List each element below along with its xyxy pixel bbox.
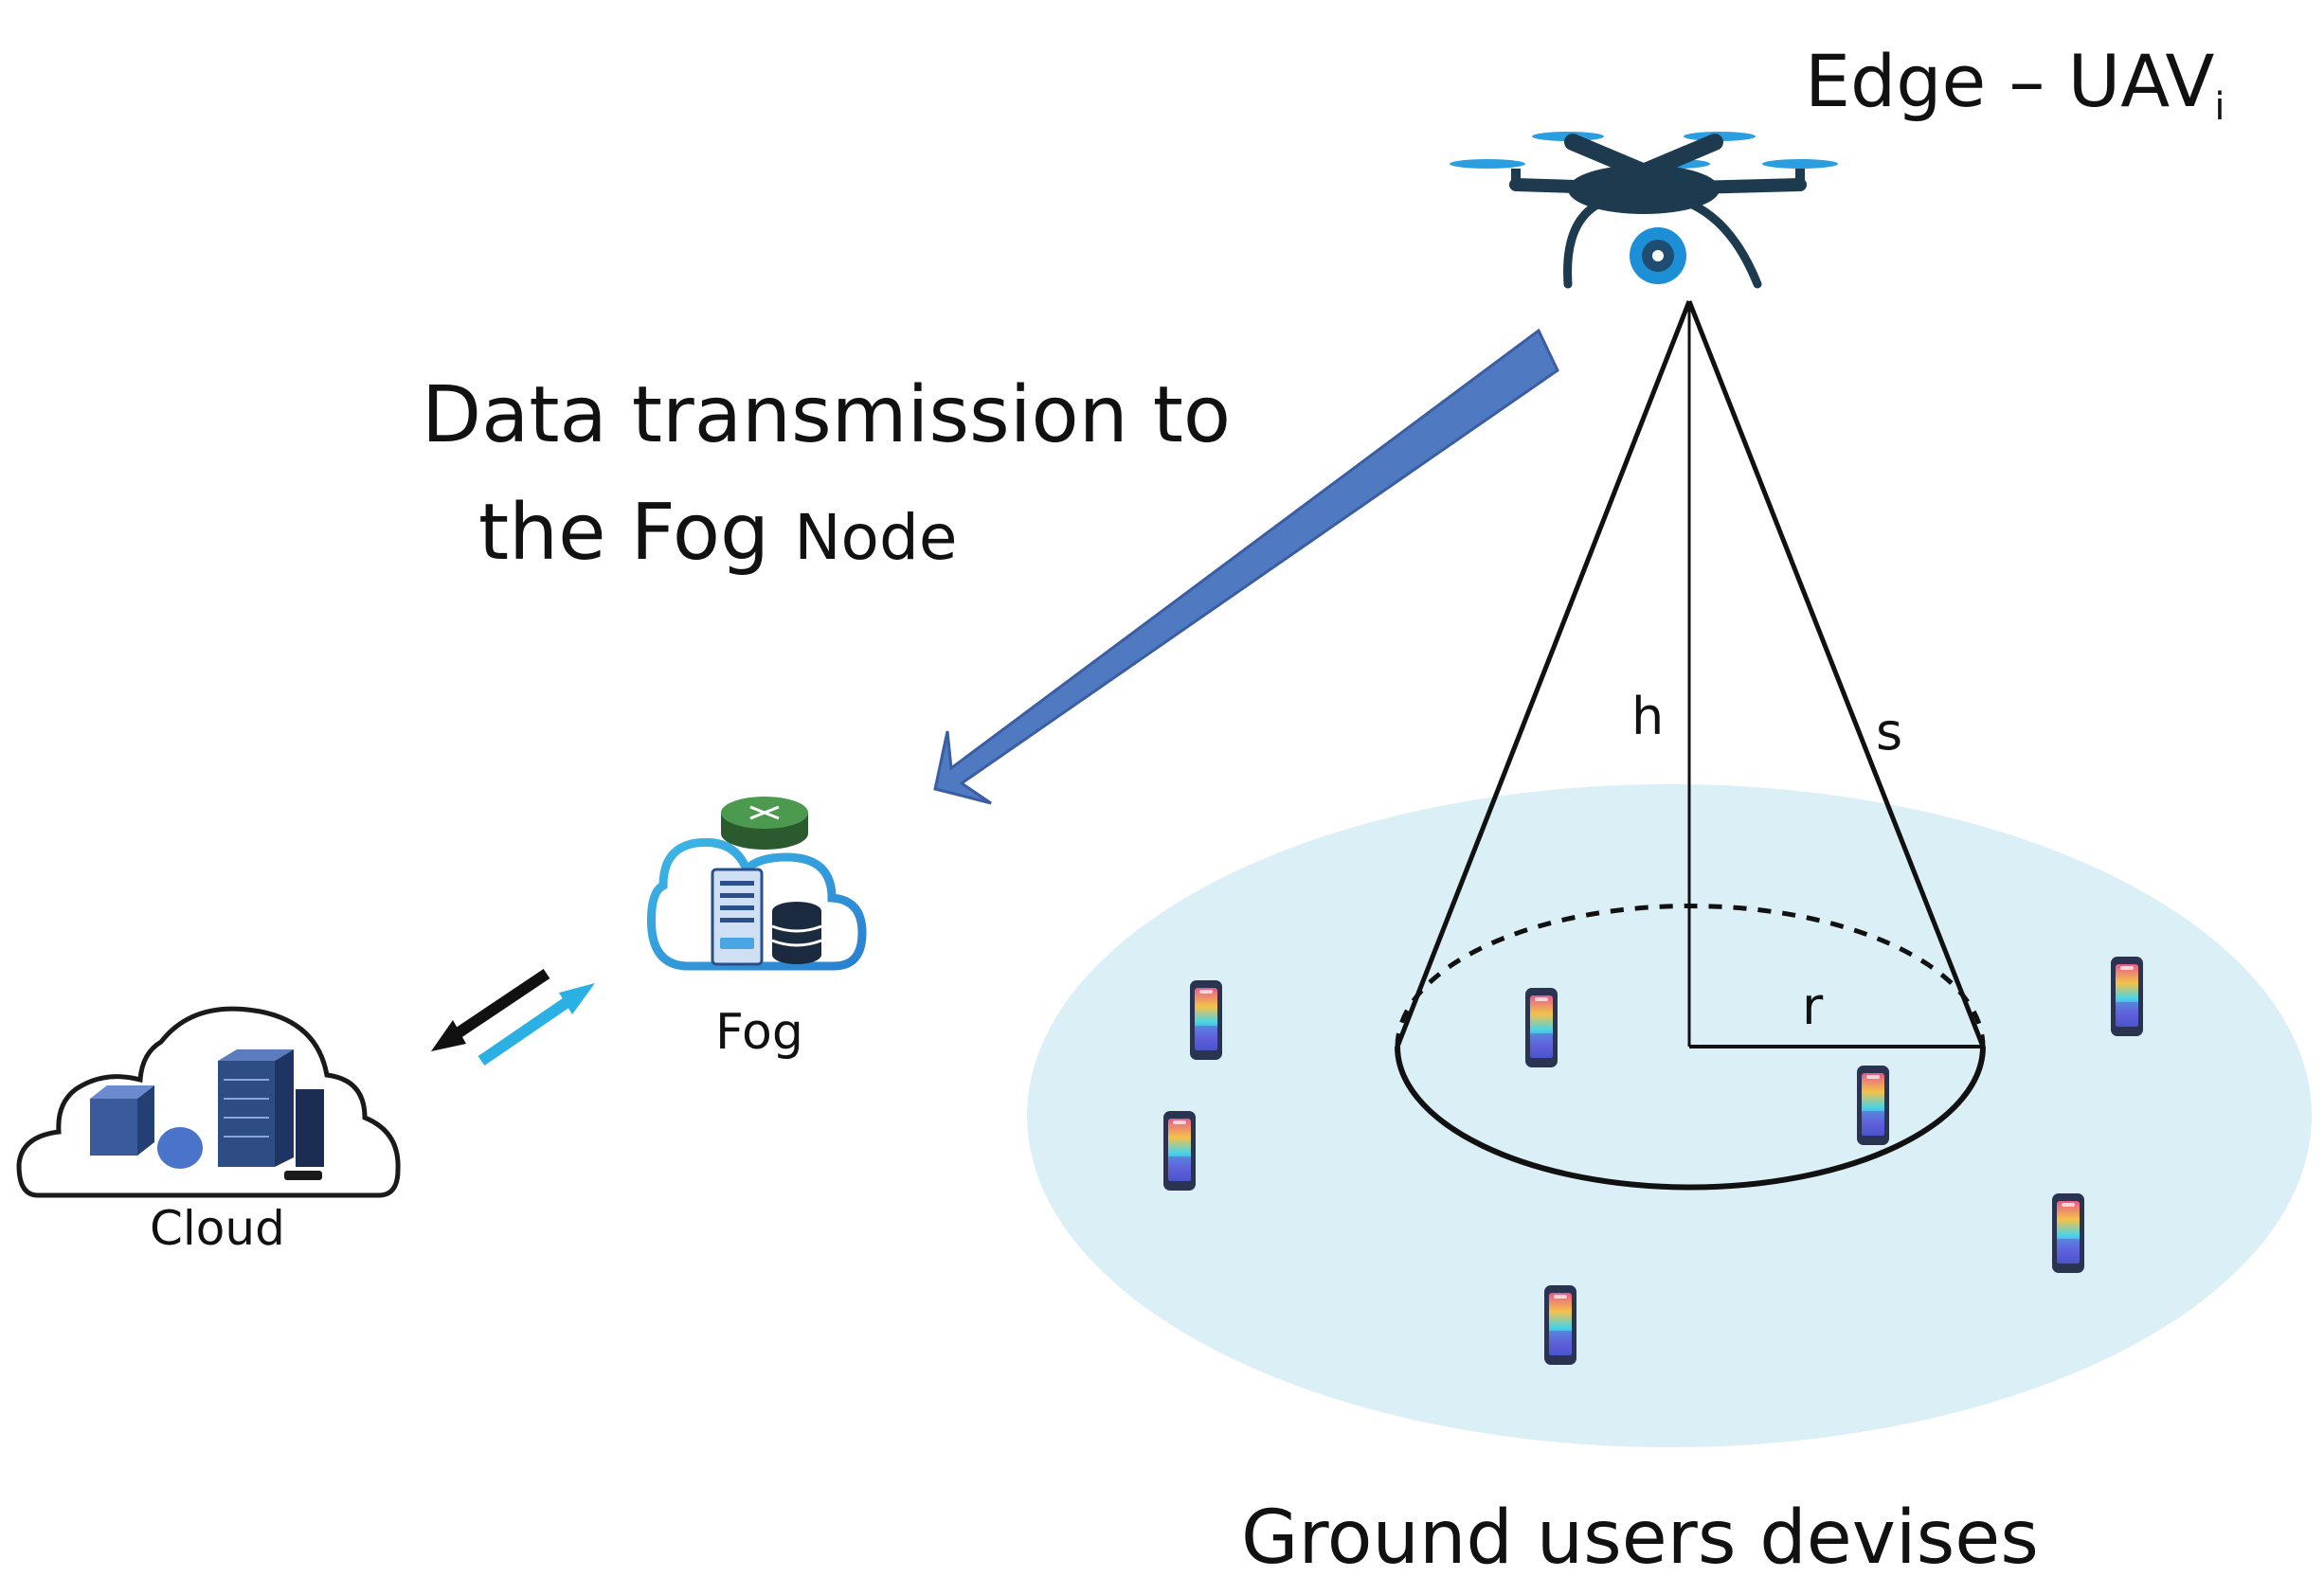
drone-icon: [1450, 132, 1838, 289]
device-icon: [1525, 988, 1558, 1067]
slant-label: s: [1876, 702, 1903, 762]
uav-label-subscript: i: [2214, 85, 2225, 129]
transmission-label-line1: Data transmission to: [422, 370, 1232, 460]
transmission-label-node: Node: [794, 501, 958, 574]
uav-label: Edge – UAVi: [1805, 45, 2225, 129]
coverage-cone: [1395, 300, 1986, 1191]
cloud-datacenter-icon: [16, 1006, 401, 1198]
height-label: h: [1631, 687, 1665, 746]
ground-users-label: Ground users devises: [1241, 1496, 2039, 1581]
transmission-label-main: the Fog: [478, 488, 770, 578]
fog-label: Fog: [715, 1004, 803, 1061]
uav-label-text: Edge – UAV: [1805, 39, 2215, 123]
device-icon: [1857, 1066, 1889, 1145]
device-icon: [1190, 980, 1222, 1060]
coverage-area: [1027, 784, 2312, 1447]
fog-cloud-link: [431, 969, 595, 1066]
device-icon: [2052, 1193, 2084, 1273]
device-icon: [2111, 957, 2143, 1036]
fog-node-icon: [646, 797, 867, 971]
radius-label: r: [1802, 977, 1824, 1036]
device-icon: [1544, 1285, 1576, 1365]
transmission-arrow: [933, 328, 1559, 805]
transmission-label-line2: the Fog Node: [478, 494, 957, 572]
cloud-label: Cloud: [150, 1201, 285, 1256]
device-icon: [1163, 1111, 1196, 1191]
